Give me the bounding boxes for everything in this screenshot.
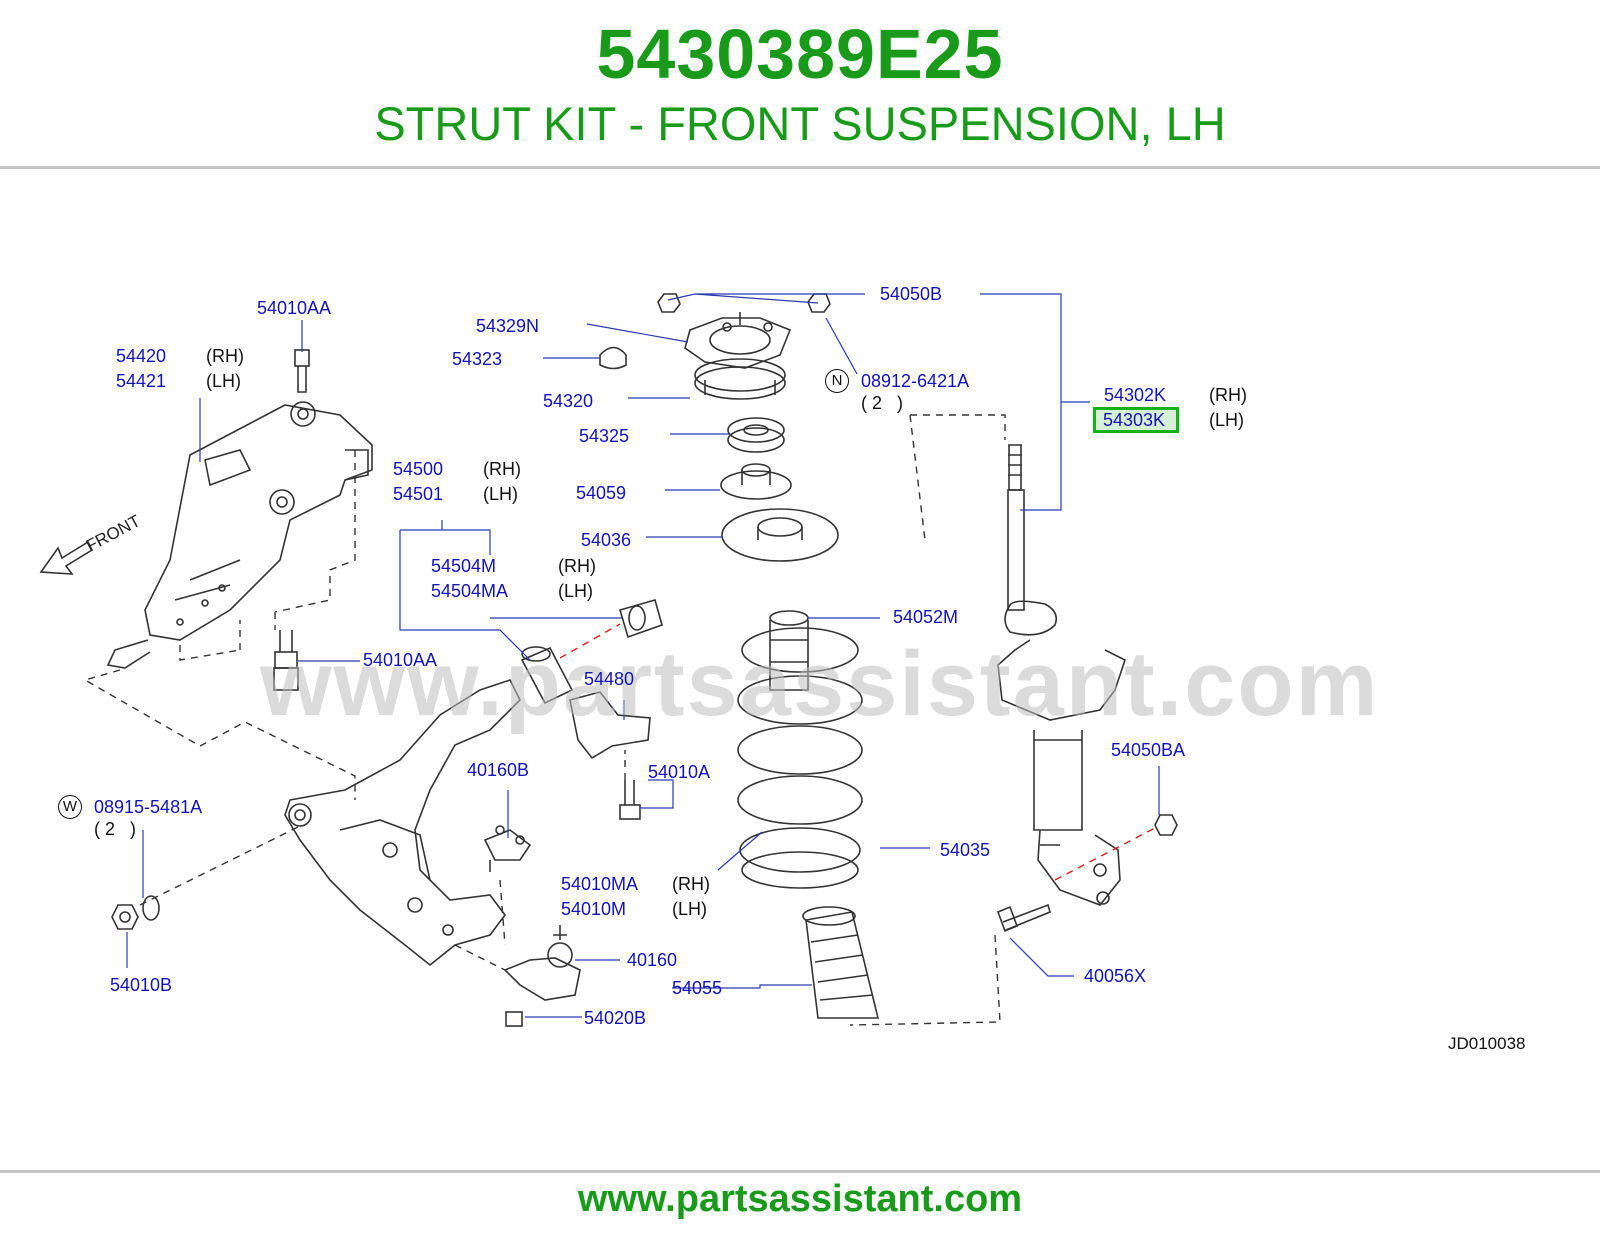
- callout-54052m[interactable]: 54052M: [893, 607, 959, 627]
- callout-40160[interactable]: 40160: [627, 950, 678, 970]
- callout-08915-5481a[interactable]: 08915-5481A: [94, 797, 203, 817]
- callout-54302k[interactable]: 54302K: [1104, 385, 1167, 405]
- callout-54504m[interactable]: 54504M: [431, 556, 497, 576]
- header-divider: [0, 166, 1600, 169]
- side-rh: (RH): [558, 556, 596, 576]
- side-lh: (LH): [558, 581, 593, 601]
- callout-54325[interactable]: 54325: [579, 426, 630, 446]
- side-rh: (RH): [1209, 385, 1247, 405]
- callout-54010m[interactable]: 54010M: [561, 899, 627, 919]
- watermark: www.partsassistant.com: [260, 633, 1380, 735]
- part-number-title: 5430389E25: [596, 15, 1004, 93]
- front-direction-label: FRONT: [83, 511, 144, 555]
- callout-54420[interactable]: 54420: [116, 346, 167, 366]
- callout-54036[interactable]: 54036: [581, 530, 632, 550]
- footer-divider: [0, 1170, 1600, 1173]
- callout-08912-6421a[interactable]: 08912-6421A: [861, 371, 970, 391]
- callout-54050ba[interactable]: 54050BA: [1111, 740, 1186, 760]
- circle-n-marker: N: [825, 369, 849, 393]
- callout-54329n[interactable]: 54329N: [476, 316, 540, 336]
- part-description-title: STRUT KIT - FRONT SUSPENSION, LH: [374, 97, 1226, 150]
- diagram-id: JD010038: [1448, 1034, 1526, 1053]
- callout-54010ma[interactable]: 54010MA: [561, 874, 639, 894]
- quantity-note: ( 2 ): [861, 393, 904, 413]
- callout-54323[interactable]: 54323: [452, 349, 503, 369]
- circle-w-marker: W: [58, 795, 82, 819]
- callout-54059[interactable]: 54059: [576, 483, 627, 503]
- callout-54010b[interactable]: 54010B: [110, 975, 173, 995]
- side-lh: (LH): [483, 484, 518, 504]
- quantity-note: ( 2 ): [94, 819, 137, 839]
- callout-54480[interactable]: 54480: [584, 669, 635, 689]
- callout-54421[interactable]: 54421: [116, 371, 167, 391]
- side-rh: (RH): [206, 346, 244, 366]
- side-lh: (LH): [206, 371, 241, 391]
- callout-54500[interactable]: 54500: [393, 459, 444, 479]
- callout-54303k-highlighted[interactable]: 54303K: [1103, 410, 1166, 430]
- callout-40056x[interactable]: 40056X: [1084, 966, 1147, 986]
- callout-54504ma[interactable]: 54504MA: [431, 581, 509, 601]
- callout-54010a[interactable]: 54010A: [648, 762, 711, 782]
- callout-40160b[interactable]: 40160B: [467, 760, 530, 780]
- side-rh: (RH): [483, 459, 521, 479]
- callout-54050b[interactable]: 54050B: [880, 284, 943, 304]
- highlighted-part-box: [1093, 407, 1179, 433]
- side-lh: (LH): [1209, 410, 1244, 430]
- side-lh: (LH): [672, 899, 707, 919]
- callout-54010aa-top[interactable]: 54010AA: [257, 298, 332, 318]
- callout-54320[interactable]: 54320: [543, 391, 594, 411]
- callout-54501[interactable]: 54501: [393, 484, 444, 504]
- callout-54020b[interactable]: 54020B: [584, 1008, 647, 1028]
- footer-url-link[interactable]: www.partsassistant.com: [577, 1178, 1023, 1220]
- callout-54010aa-mid[interactable]: 54010AA: [363, 650, 438, 670]
- callout-54055[interactable]: 54055: [672, 978, 723, 998]
- callout-54035[interactable]: 54035: [940, 840, 991, 860]
- side-rh: (RH): [672, 874, 710, 894]
